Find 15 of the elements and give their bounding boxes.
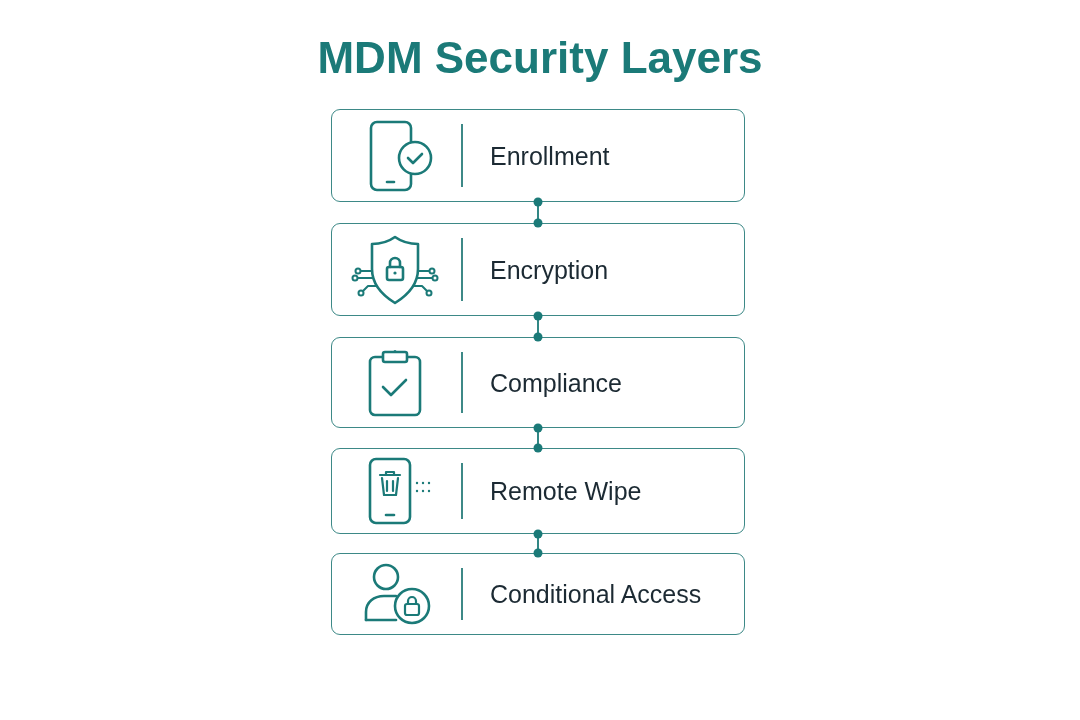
diagram-title: MDM Security Layers bbox=[317, 32, 763, 84]
connector-line bbox=[533, 311, 543, 342]
layer-box bbox=[331, 448, 745, 534]
layer-label: Encryption bbox=[490, 254, 610, 286]
layer-box bbox=[331, 553, 745, 635]
layer-box bbox=[331, 223, 745, 316]
layer-label: Compliance bbox=[490, 367, 623, 399]
layer-box bbox=[331, 109, 745, 202]
layer-label: Enrollment bbox=[490, 140, 611, 172]
layer-label: Conditional Access bbox=[490, 579, 703, 610]
connector-line bbox=[533, 423, 543, 453]
connector-line bbox=[533, 529, 543, 558]
layer-label: Remote Wipe bbox=[490, 476, 643, 507]
layer-box bbox=[331, 337, 745, 428]
connector-line bbox=[533, 197, 543, 228]
